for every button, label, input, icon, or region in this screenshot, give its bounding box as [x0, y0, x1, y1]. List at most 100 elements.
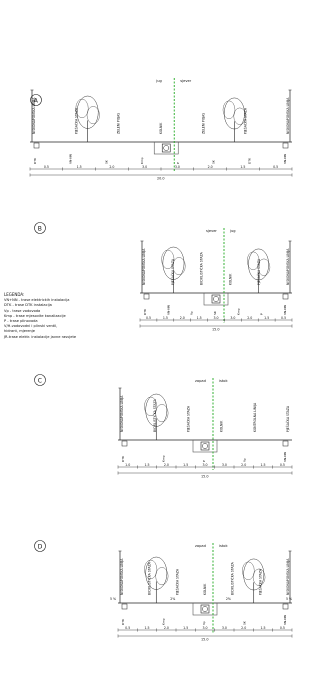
- utility-label: DTK: [121, 455, 125, 462]
- utility-label: VN-NN: [283, 615, 287, 625]
- section-letter: A: [34, 98, 39, 105]
- dimension-value: 1.5: [183, 626, 188, 630]
- dimension-value: 3.0: [203, 626, 208, 630]
- legend-item: V/H-vodovodni i plinski ventil,: [4, 324, 58, 329]
- section-marker: [30, 94, 42, 106]
- cable-box: [282, 603, 289, 610]
- dimension-value: 0.5: [280, 626, 285, 630]
- utility-trench: [192, 439, 218, 453]
- legend-title: LEGENDA:: [4, 292, 25, 297]
- dimension-value: 3.0: [222, 626, 227, 630]
- direction-label: sjever: [206, 229, 217, 233]
- dimension-total: 15.0: [201, 638, 209, 642]
- zone-label: KOLNIK: [159, 122, 163, 134]
- dimension-value: 1.5: [183, 463, 188, 467]
- utility-label: SK: [104, 159, 108, 164]
- zone-label: PJEŠAČKA STAZA: [256, 258, 261, 285]
- utility-label: Kmp: [236, 308, 240, 315]
- zone-label: PJEŠAČKA STAZA: [185, 405, 190, 432]
- manhole: [161, 143, 171, 153]
- tree: [222, 97, 246, 142]
- utility-label: Vp: [243, 458, 247, 462]
- utility-label: DTK: [33, 157, 37, 164]
- utility-label: Vp: [202, 621, 206, 625]
- zone-label: PJEŠAČKA STAZA: [174, 568, 179, 595]
- dimension-value: 2.0: [208, 165, 213, 169]
- pipe: [163, 145, 170, 151]
- utility-label: Kmp: [162, 455, 166, 462]
- utility-label: DTK: [143, 308, 147, 315]
- dimension-value: 0.5: [281, 316, 286, 320]
- dimension-value: 0.5: [125, 626, 130, 630]
- tree: [247, 248, 271, 293]
- cable-box: [121, 603, 128, 610]
- direction-label: jug: [229, 229, 236, 233]
- tree: [144, 556, 169, 603]
- dimension-value: 1.5: [261, 463, 266, 467]
- dimension-value: 2.0: [180, 316, 185, 320]
- tree: [75, 95, 100, 142]
- utility-label: VN-NN: [283, 452, 287, 462]
- utility-label: DTK: [121, 618, 125, 625]
- dimension-total: 20.0: [157, 177, 165, 181]
- dimension-value: 3.0: [230, 316, 235, 320]
- legend-item: hidrant, mjerenje: [4, 329, 36, 334]
- cable-box: [121, 440, 128, 447]
- direction-label: zapad: [195, 544, 206, 548]
- zone-label: ZELENI POJAS: [201, 113, 205, 134]
- utility-label: VN-NN: [69, 154, 73, 164]
- section-letter: B: [38, 226, 42, 233]
- direction-label: jug: [155, 79, 162, 83]
- zone-label: PJEŠAČKA STAZA: [285, 405, 290, 432]
- pipe: [202, 606, 208, 612]
- zone-label: PJEŠAČKA STAZA: [243, 107, 248, 134]
- legend-item: JR-trase elektr. instalacije javne rasvj…: [4, 334, 77, 339]
- dimension-value: 2.0: [164, 626, 169, 630]
- dimension-total: 15.0: [212, 328, 220, 332]
- utility-label: P: [260, 313, 264, 315]
- dimension-value: 0.5: [44, 165, 49, 169]
- pipe: [213, 296, 219, 302]
- cable-box: [282, 142, 289, 149]
- utility-trench: [203, 292, 229, 306]
- legend: LEGENDA: VN+NN - trase elektrickih insta…: [4, 292, 88, 340]
- pipe: [202, 443, 208, 449]
- utility-label: P: [176, 162, 180, 164]
- zone-label: BICIKLISTIČKA STAZA: [147, 561, 152, 595]
- zone-label: NISKONAPONSKA LINIJA: [142, 248, 146, 285]
- dimension-value: 1.5: [261, 626, 266, 630]
- slope-label: 2%: [170, 597, 175, 601]
- dimension-value: 2.0: [247, 316, 252, 320]
- zone-label: KONTROLNA LINIJA: [253, 402, 257, 432]
- section-marker: [34, 540, 46, 552]
- zone-label: PJEŠAČKA STAZA: [73, 107, 78, 134]
- utility-label: Kmp: [140, 157, 144, 164]
- zone-label: BICIKLISTIČKA STAZA: [230, 561, 235, 595]
- zone-label: ZELENI POJAS: [117, 113, 121, 134]
- direction-label: istok: [219, 379, 228, 383]
- zone-label: KOLNIK: [220, 420, 224, 432]
- tree: [144, 393, 169, 440]
- manhole: [211, 294, 221, 304]
- zone-label: NISKONAPONSKA LINIJA: [286, 558, 290, 595]
- zone-label: NISKONAPONSKA LINIJA: [286, 248, 290, 285]
- dimension-value: 3.0: [214, 316, 219, 320]
- dimension-value: 3.0: [175, 165, 180, 169]
- cable-box: [282, 293, 289, 300]
- zone-label: NISKONAPONSKA LINIJA: [120, 558, 124, 595]
- dimension-value: 1.5: [163, 316, 168, 320]
- dimension-value: 1.5: [264, 316, 269, 320]
- manhole: [200, 604, 210, 614]
- cross-section-d: D NISKONAPONSKA LINIJA BICIKLISTIČKA STAZA…: [34, 540, 293, 642]
- utility-label: P: [202, 460, 206, 462]
- dimension-value: 2.0: [164, 463, 169, 467]
- dimension-value: 3.0: [222, 463, 227, 467]
- dimension-total: 15.0: [201, 475, 209, 479]
- cross-sections: A NISKONAPONSKA LINIJA PJEŠAČKA STAZA ZELEN…: [29, 78, 293, 642]
- section-letter: D: [38, 544, 43, 551]
- zone-label: KOLNIK: [203, 583, 207, 595]
- dimension-value: 1.5: [197, 316, 202, 320]
- legend-item: VN+NN - trase elektrickih instalacija: [4, 298, 70, 303]
- direction-label: zapad: [195, 379, 206, 383]
